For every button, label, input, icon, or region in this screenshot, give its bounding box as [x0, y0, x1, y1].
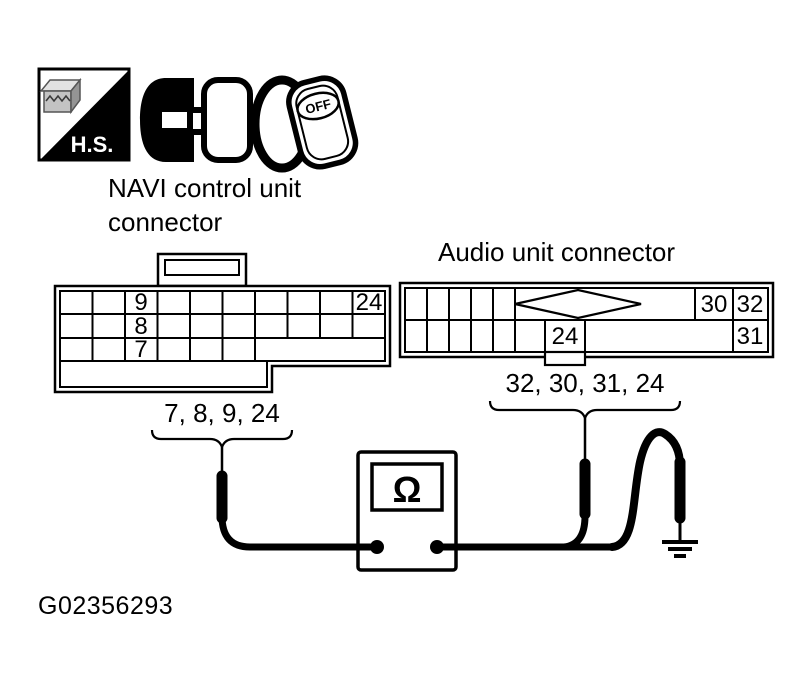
audio-pin24-tab — [543, 350, 587, 367]
audio-keyway-diamond — [514, 288, 642, 320]
navi-grid-cols-row3 — [91, 338, 256, 361]
navi-tab-inner — [164, 259, 240, 276]
navi-pin-8: 8 — [134, 313, 147, 340]
connector-male-body — [201, 77, 253, 163]
right-lead-bend — [560, 512, 589, 551]
navi-pin-group-label: 7, 8, 9, 24 — [164, 398, 280, 428]
navi-connector-grid — [53, 252, 392, 394]
key-head-inner-line — [295, 84, 350, 161]
connector-male-icon — [187, 77, 253, 163]
audio-connector-label: Audio unit connector — [438, 237, 675, 267]
ohmmeter-display — [370, 462, 444, 512]
left-lead-wire — [218, 512, 381, 551]
connector-graphic-side — [70, 77, 81, 115]
hs-harness-side-icon: H.S. — [37, 67, 131, 162]
connector-graphic-pins — [45, 94, 71, 103]
key-off-oval — [296, 91, 340, 121]
navi-pin-24: 24 — [356, 289, 383, 316]
navi-pin-group-brace — [150, 429, 294, 451]
key-head: OFF — [286, 75, 359, 170]
test-leads — [216, 416, 686, 551]
audio-grid-cols-bottom — [544, 320, 734, 352]
navi-tab-outer — [156, 252, 248, 288]
ohmmeter: Ω — [356, 450, 458, 572]
audio-pin-31: 31 — [737, 323, 764, 350]
connector-graphic-front — [43, 90, 72, 113]
hs-icon-diagonal-fill — [41, 71, 128, 159]
audio-pin-group-brace — [488, 400, 682, 422]
audio-grid-cols-left — [426, 288, 516, 352]
audio-grid-cols-top-right — [694, 288, 734, 320]
hs-label: H.S. — [71, 132, 114, 157]
navi-connector-label-line2: connector — [108, 207, 223, 237]
ohmmeter-terminal-left — [370, 540, 384, 554]
connector-graphic-icon — [39, 77, 82, 115]
navi-grid-cols — [91, 291, 354, 338]
ohm-symbol: Ω — [393, 469, 422, 510]
audio-pin-30: 30 — [701, 291, 728, 318]
figure-id: G02356293 — [38, 592, 173, 620]
connector-female-shape — [140, 78, 194, 162]
ignition-off-icon: OFF — [250, 75, 359, 173]
key-off-label: OFF — [304, 96, 333, 117]
audio-pin-32: 32 — [737, 291, 764, 318]
navi-connector-label-line1: NAVI control unit — [108, 173, 302, 203]
ground-symbol — [662, 516, 698, 558]
audio-pin-24: 24 — [552, 323, 579, 350]
audio-pin-group-label: 32, 30, 31, 24 — [505, 368, 664, 398]
ground-lead-arc — [608, 428, 684, 551]
navi-pin-7: 7 — [134, 336, 147, 363]
navi-pin-9: 9 — [134, 289, 147, 316]
audio-connector-grid — [398, 281, 775, 367]
ohmmeter-terminal-right — [430, 540, 444, 554]
connector-female-icon — [140, 78, 194, 162]
